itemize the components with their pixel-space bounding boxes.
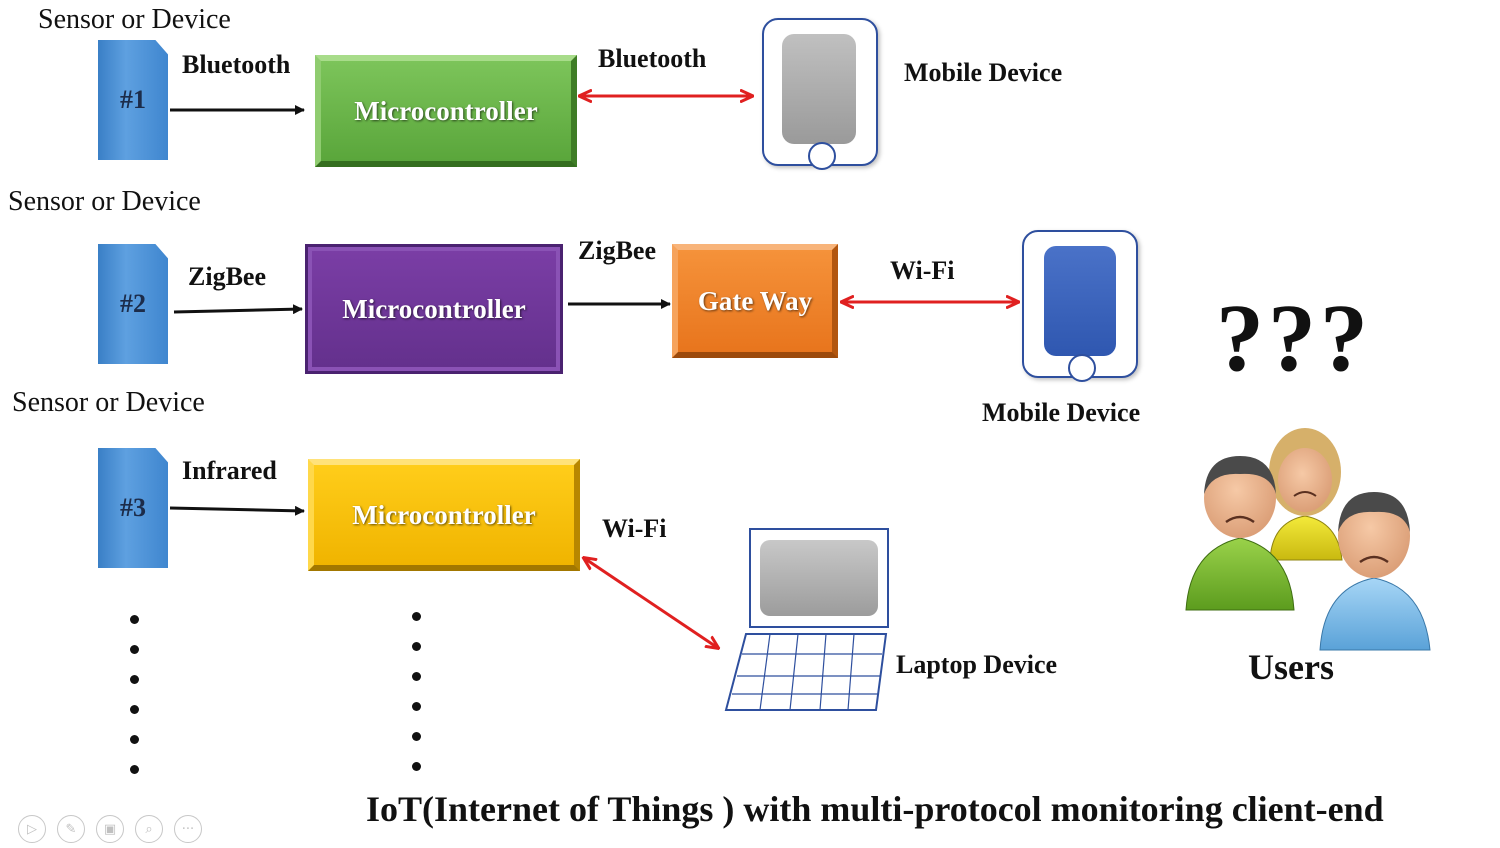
protocol-label-3: Infrared [182,456,277,485]
laptop-device-icon [724,528,889,711]
protocol-label-2: ZigBee [188,262,266,291]
more-options-icon[interactable]: ··· [174,815,202,843]
device-label-2: Mobile Device [982,398,1141,427]
users-group-icon [1185,428,1431,651]
gateway: Gate Way [672,244,838,358]
microcontroller-2: Microcontroller [305,244,563,374]
link-protocol-label-1: Bluetooth [598,44,707,73]
arrow-sensor2-to-mc2 [173,304,303,315]
microcontroller-1: Microcontroller [315,55,577,167]
play-icon[interactable]: ▷ [18,815,46,843]
sensor-id-1: #1 [120,85,146,114]
sensor-label-3: Sensor or Device [12,387,205,418]
arrow-mc3-laptop [584,558,718,648]
question-marks: ??? [1216,284,1372,391]
arrow-sensor3-to-mc3 [169,505,305,516]
device-label-1: Mobile Device [904,58,1063,87]
sensor-id-3: #3 [120,493,146,522]
gateway-protocol-label: ZigBee [578,236,656,265]
mobile-device-icon-1 [762,18,878,170]
sensor-icon-1: #1 [98,40,168,160]
pen-icon[interactable]: ✎ [57,815,85,843]
sensor-icon-3: #3 [98,448,168,568]
mobile-device-icon-2 [1022,230,1138,382]
sensor-label-1: Sensor or Device [38,4,231,35]
sensor-icon-2: #2 [98,244,168,364]
link-protocol-label-3: Wi-Fi [602,514,667,543]
microcontroller-3: Microcontroller [308,459,580,571]
protocol-label-1: Bluetooth [182,50,291,79]
device-label-3: Laptop Device [896,650,1058,679]
diagram-caption: IoT(Internet of Things ) with multi-prot… [366,789,1384,829]
sensor-label-2: Sensor or Device [8,186,201,217]
zoom-icon[interactable]: ⌕ [135,815,163,843]
link-protocol-label-2: Wi-Fi [890,256,955,285]
users-label: Users [1248,647,1334,687]
sensor-id-2: #2 [120,289,146,318]
slides-icon[interactable]: ▣ [96,815,124,843]
